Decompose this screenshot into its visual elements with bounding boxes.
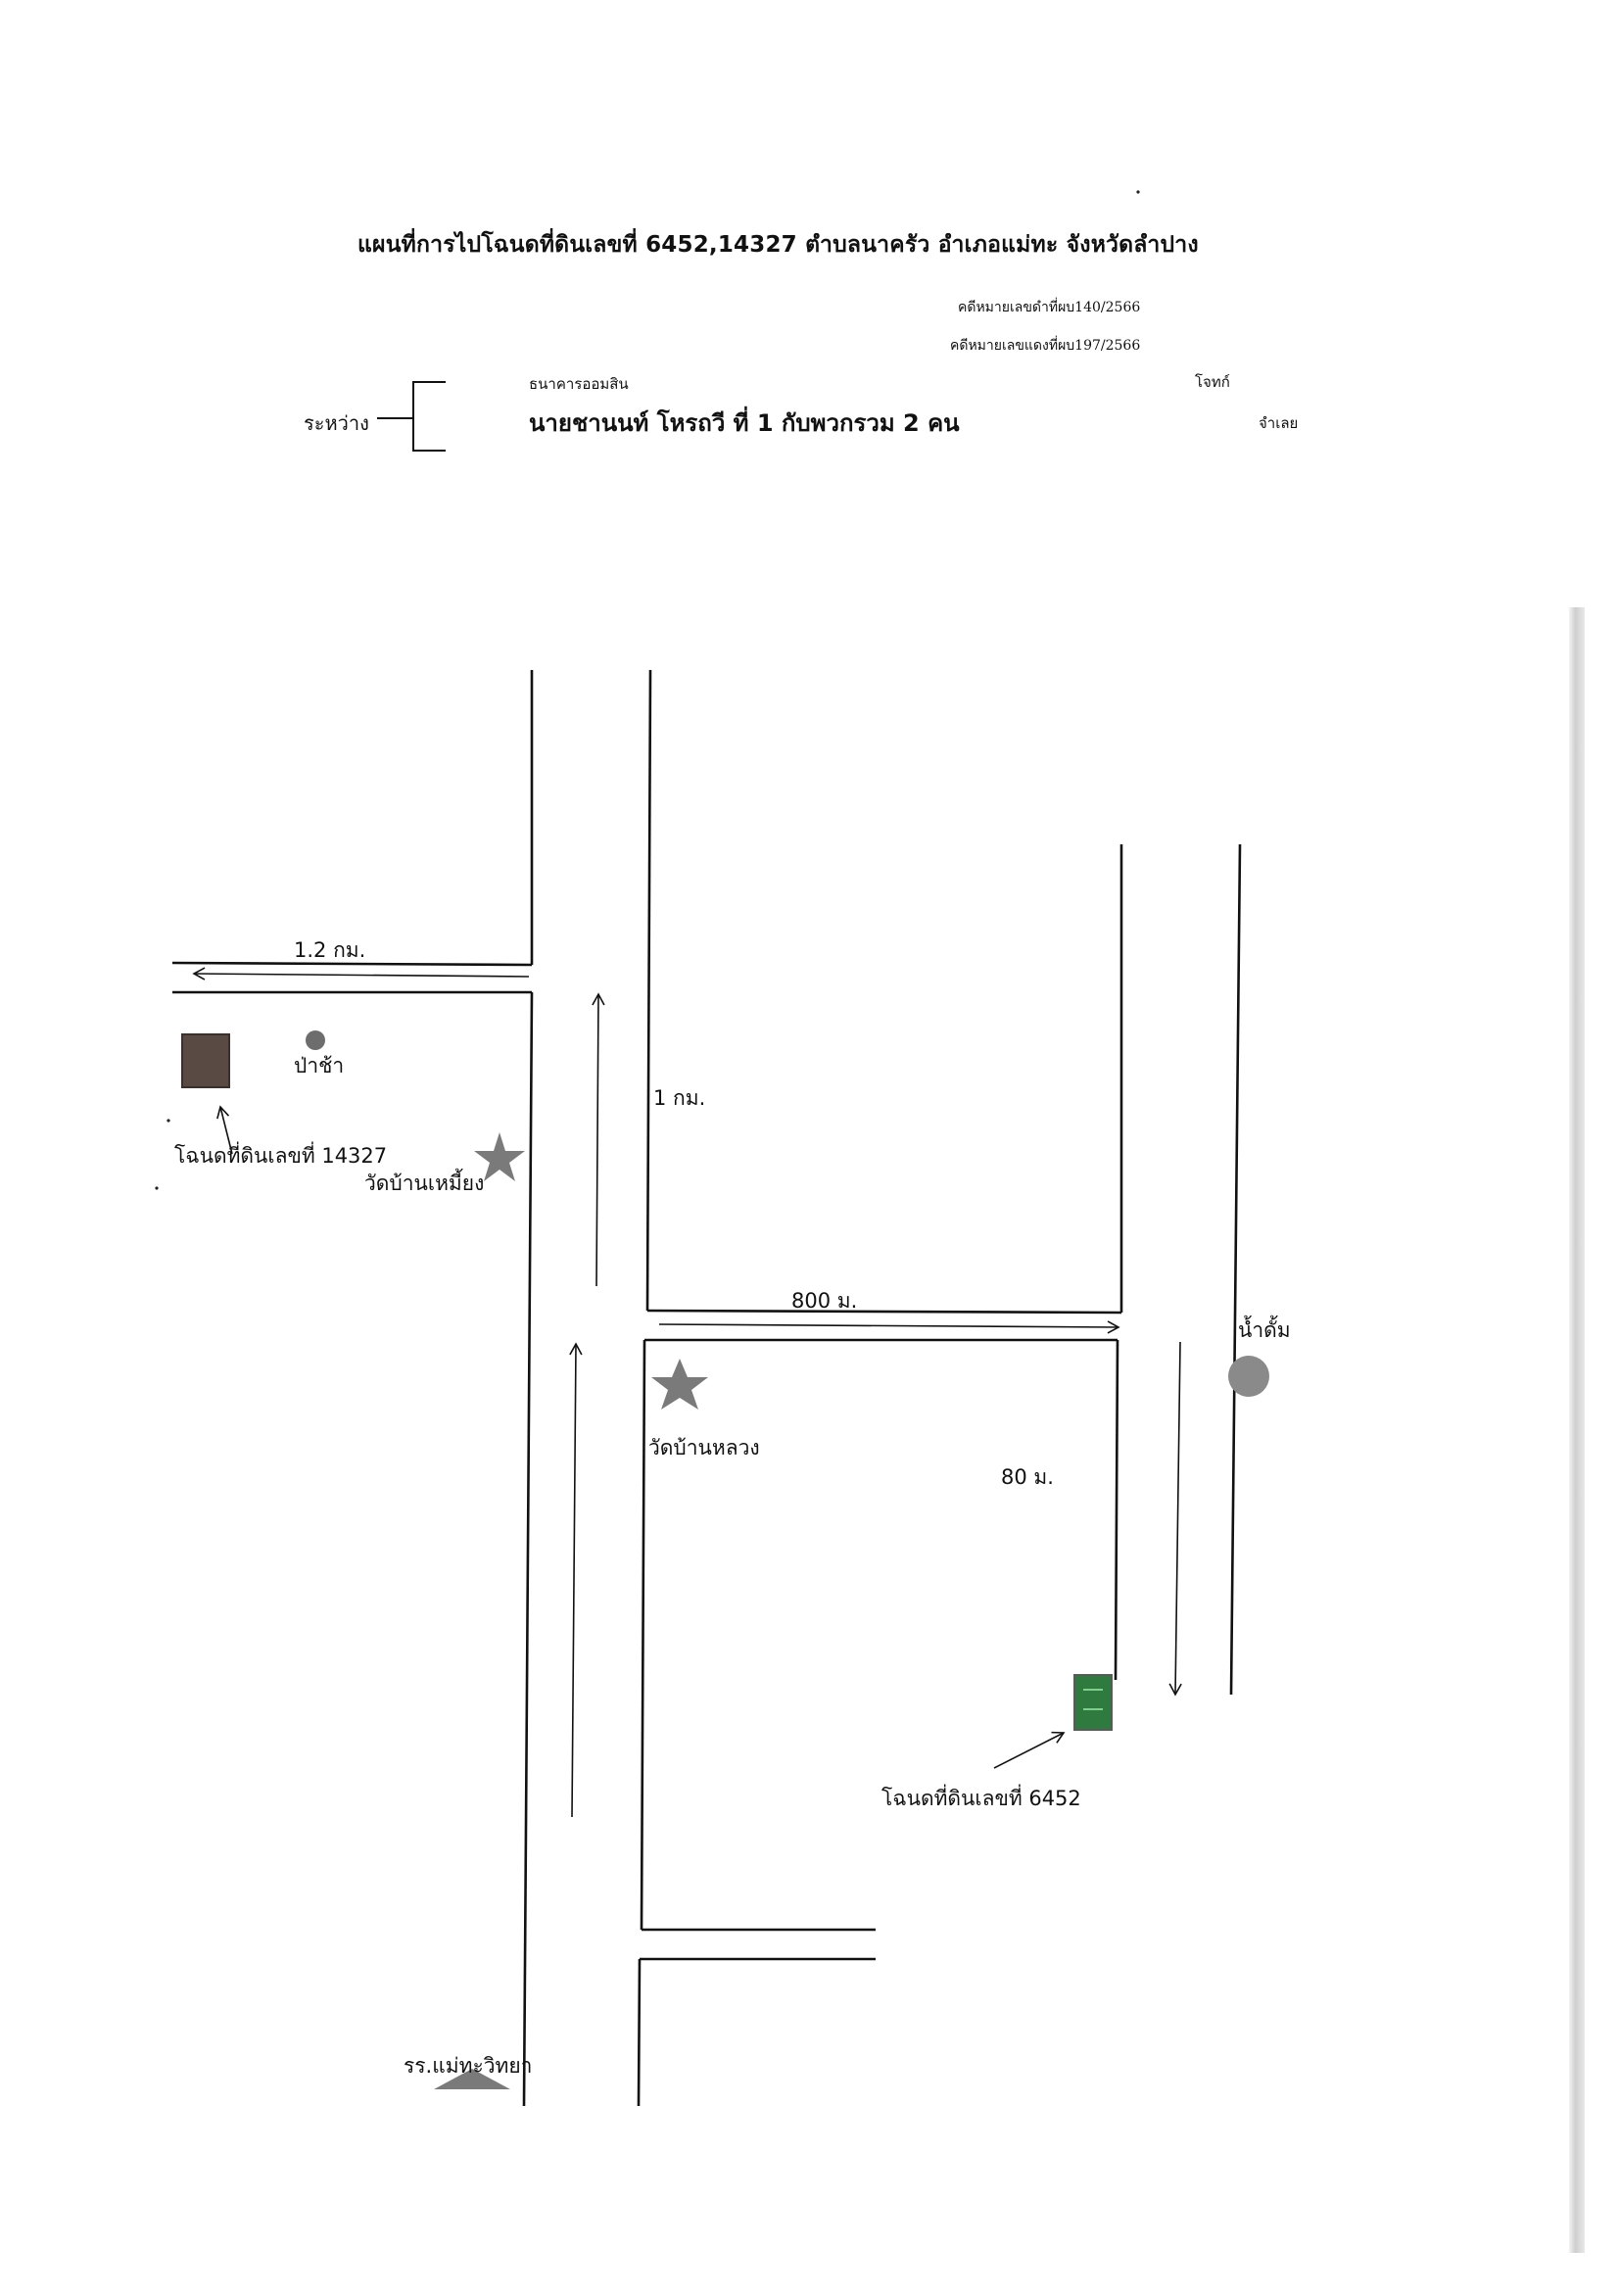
parcel-14327-marker [181, 1033, 230, 1088]
distance-south-label: 80 ม. [1001, 1465, 1054, 1489]
scan-edge [1569, 607, 1585, 2253]
temple-ban-mieng-label: วัดบ้านเหมี้ยง [364, 1172, 485, 1195]
parcel-14327-label: โฉนดที่ดินเลขที่ 14327 [174, 1144, 388, 1168]
distance-west-label: 1.2 กม. [294, 938, 366, 962]
document-title: แผนที่การไปโฉนดที่ดินเลขที่ 6452,14327 ต… [357, 232, 1199, 258]
defendant-role: จำเลย [1259, 414, 1299, 432]
temple-ban-luang-star-icon [651, 1359, 708, 1410]
temple-ban-mieng-star-icon [474, 1132, 525, 1181]
road-far-east [1229, 843, 1242, 1696]
distance-east-label: 800 ม. [791, 1289, 858, 1313]
parcel-6452-marker [1073, 1674, 1113, 1731]
road-east-branch [644, 844, 1123, 1681]
defendant-name: นายชานนท์ โหรถวี ที่ 1 กับพวกรวม 2 คน [529, 409, 960, 437]
cemetery-marker [306, 1030, 325, 1050]
party-bracket [377, 381, 446, 452]
spring-marker [1228, 1356, 1269, 1397]
road-south-branch [640, 1928, 876, 1961]
red-case-number: คดีหมายเลขแดงที่ผบ197/2566 [950, 338, 1141, 354]
school-label: รร.แม่ทะวิทยา [404, 2054, 533, 2078]
between-label: ระหว่าง [304, 411, 369, 435]
route-arrows [192, 967, 1182, 1818]
road-west-branch [171, 961, 533, 994]
plaintiff-name: ธนาคารออมสิน [529, 375, 629, 393]
main-road-north-south [522, 669, 652, 2107]
distance-north-label: 1 กม. [653, 1086, 706, 1110]
parcel-6452-label: โฉนดที่ดินเลขที่ 6452 [881, 1787, 1081, 1810]
school-triangle-icon [434, 2069, 510, 2089]
spring-label: น้ำดั้ม [1238, 1318, 1291, 1342]
plaintiff-role: โจทก์ [1195, 373, 1230, 391]
cemetery-label: ป่าช้า [294, 1054, 345, 1077]
temple-ban-luang-label: วัดบ้านหลวง [648, 1436, 760, 1459]
black-case-number: คดีหมายเลขดำที่ผบ140/2566 [958, 300, 1141, 315]
